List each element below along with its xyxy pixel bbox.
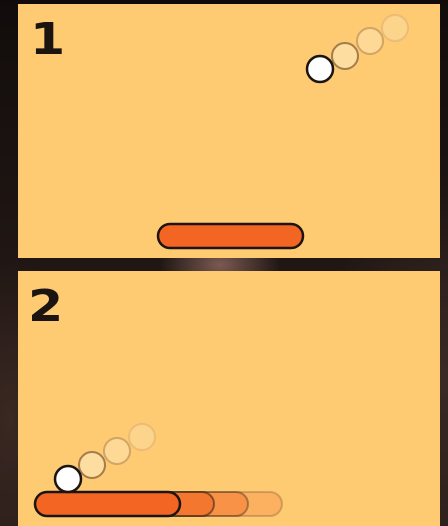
game-scene-1 xyxy=(18,4,440,258)
ball-trail-ghost xyxy=(357,28,383,54)
ball-trail-ghost xyxy=(104,438,130,464)
ball-trail-ghost xyxy=(382,15,408,41)
paddle xyxy=(35,492,180,516)
ball-trail-ghost xyxy=(79,452,105,478)
step-panel-1: 1 xyxy=(18,4,440,258)
paddle xyxy=(158,224,303,248)
ball xyxy=(55,466,81,492)
ball-trail-ghost xyxy=(129,424,155,450)
game-scene-2 xyxy=(18,271,440,526)
ball xyxy=(307,56,333,82)
step-panel-2: 2 xyxy=(18,271,440,526)
ball-trail-ghost xyxy=(332,43,358,69)
